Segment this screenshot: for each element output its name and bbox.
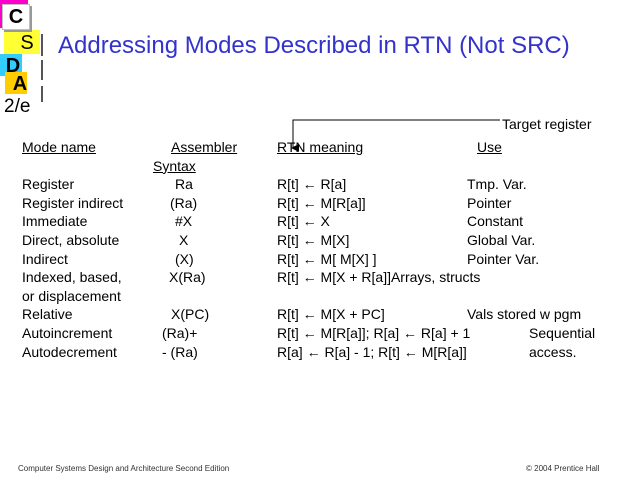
use-cell: Constant bbox=[467, 213, 524, 230]
assembler-cell: - (Ra) bbox=[162, 343, 198, 360]
rtn-cell: R[t] ← M[ M[X] ] bbox=[277, 250, 377, 267]
use-cell: Pointer bbox=[467, 194, 512, 211]
rtn-cell: R[a] ← R[a] - 1; R[t] ← M[R[a]] bbox=[277, 343, 467, 360]
rtn-cell: R[t] ← M[R[a]]; R[a] ← R[a] + 1 bbox=[277, 324, 471, 341]
assembler-cell: X(PC) bbox=[171, 306, 210, 323]
use-cell bbox=[467, 268, 595, 287]
logo-letter-a: A bbox=[12, 73, 28, 95]
logo-letter-d: D bbox=[5, 55, 21, 77]
mode-name-cell: Immediate bbox=[22, 213, 88, 230]
slide-title: Addressing Modes Described in RTN (Not S… bbox=[58, 32, 570, 59]
rtn-cell: R[t] ← M[X + R[a]]Arrays, structs bbox=[277, 269, 481, 286]
assembler-cell: #X bbox=[175, 213, 193, 230]
syntax-header: Syntax bbox=[153, 157, 196, 174]
use-cell bbox=[467, 287, 595, 306]
use-cell: Tmp. Var. bbox=[467, 176, 527, 193]
assembler-cell: (Ra)+ bbox=[162, 324, 198, 341]
rtn-cell bbox=[277, 287, 480, 306]
assembler-cell: Ra bbox=[175, 176, 193, 193]
mode-name-column: Mode name Register Register indirect Imm… bbox=[22, 138, 123, 361]
mode-name-cell: Register bbox=[22, 176, 75, 193]
logo-bar bbox=[41, 60, 43, 80]
header-spacer bbox=[277, 157, 480, 176]
rtn-cell: R[t] ← R[a] bbox=[277, 176, 347, 193]
use-cell: Vals stored w pgm bbox=[467, 306, 582, 323]
footer-book-title: Computer Systems Design and Architecture… bbox=[18, 464, 230, 473]
use-cell: access. bbox=[529, 343, 577, 360]
use-column: Use Tmp. Var. Pointer Constant Global Va… bbox=[467, 138, 595, 361]
assembler-cell: X(Ra) bbox=[169, 269, 206, 286]
mode-name-cell: Relative bbox=[22, 306, 73, 323]
csda-logo: C S D A 2/e bbox=[0, 0, 52, 118]
use-header: Use bbox=[477, 139, 502, 155]
rtn-meaning-column: RTN meaning R[t] ← R[a] R[t] ← M[R[a]] R… bbox=[277, 138, 480, 361]
mode-name-cell: Indexed, based, bbox=[22, 269, 122, 286]
assembler-syntax-column: Assembler Syntax Ra (Ra) #X X (X) X(Ra) … bbox=[153, 138, 237, 361]
logo-bar bbox=[41, 86, 43, 102]
logo-letter-s: S bbox=[20, 32, 34, 54]
assembler-cell: (Ra) bbox=[170, 194, 198, 211]
mode-name-cell: Autoincrement bbox=[22, 324, 113, 341]
assembler-header: Assembler bbox=[171, 139, 238, 155]
mode-name-cell: Indirect bbox=[22, 250, 68, 267]
use-header-row: Use bbox=[467, 138, 595, 157]
assembler-cell bbox=[153, 287, 237, 306]
footer-copyright: © 2004 Prentice Hall bbox=[526, 464, 600, 473]
mode-name-cell: Register indirect bbox=[22, 194, 124, 211]
assembler-cell: (X) bbox=[175, 250, 194, 267]
rtn-meaning-header: RTN meaning bbox=[277, 139, 364, 155]
rtn-cell: R[t] ← M[X] bbox=[277, 231, 350, 248]
logo-edition: 2/e bbox=[4, 96, 31, 117]
assembler-cell: X bbox=[179, 231, 189, 248]
mode-name-cell: or displacement bbox=[22, 287, 121, 304]
rtn-cell: R[t] ← X bbox=[277, 213, 330, 230]
mode-name-cell: Direct, absolute bbox=[22, 231, 120, 248]
mode-name-header: Mode name bbox=[22, 139, 96, 155]
rtn-cell: R[t] ← M[R[a]] bbox=[277, 194, 366, 211]
mode-name-cell: Autodecrement bbox=[22, 343, 117, 360]
use-cell: Pointer Var. bbox=[467, 250, 540, 267]
header-spacer bbox=[22, 157, 123, 176]
logo-bar bbox=[41, 34, 43, 56]
target-register-label: Target register bbox=[502, 116, 592, 132]
use-cell: Sequential bbox=[529, 324, 596, 341]
logo-letter-c: C bbox=[2, 4, 30, 30]
header-spacer bbox=[467, 157, 595, 176]
rtn-cell: R[t] ← M[X + PC] bbox=[277, 306, 385, 323]
use-cell: Global Var. bbox=[467, 231, 536, 248]
